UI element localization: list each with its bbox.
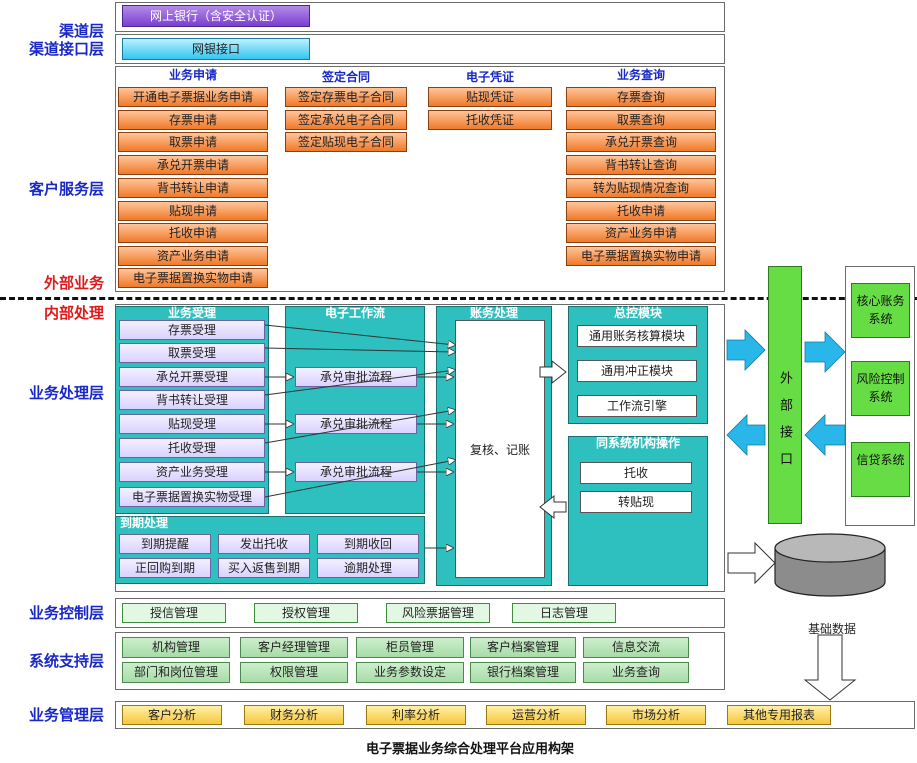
maturity-item: 到期收回: [317, 534, 419, 554]
support-item: 业务参数设定: [356, 662, 464, 683]
workflow-item: 承兑审批流程: [295, 414, 417, 434]
apply-item: 背书转让申请: [118, 178, 268, 198]
master-module-title: 总控模块: [613, 306, 662, 320]
acceptance-item: 取票受理: [119, 343, 265, 363]
layer-label-support: 系统支持层: [28, 652, 104, 670]
management-item: 运营分析: [486, 705, 586, 725]
apply-item: 存票申请: [118, 110, 268, 130]
query-item: 承兑开票查询: [566, 132, 716, 152]
workflow-item: 承兑审批流程: [295, 367, 417, 387]
layer-label-processing: 业务处理层: [28, 384, 104, 402]
contract-item: 签定贴现电子合同: [285, 132, 407, 152]
support-item: 权限管理: [240, 662, 348, 683]
master-module-item: 通用账务核算模块: [577, 325, 697, 347]
apply-item: 承兑开票申请: [118, 155, 268, 175]
acceptance-item: 背书转让受理: [119, 390, 265, 410]
control-item: 风险票据管理: [386, 603, 490, 623]
management-item: 客户分析: [122, 705, 222, 725]
master-module-item: 通用冲正模块: [577, 360, 697, 382]
query-item: 存票查询: [566, 87, 716, 107]
same-org-title: 同系统机构操作: [595, 436, 680, 450]
external-interface-box: 外部接口: [768, 266, 802, 524]
acceptance-item: 存票受理: [119, 320, 265, 340]
query-item: 取票查询: [566, 110, 716, 130]
query-item: 托收申请: [566, 201, 716, 221]
acceptance-item: 托收受理: [119, 438, 265, 458]
acceptance-item: 资产业务受理: [119, 462, 265, 482]
query-item: 资产业务申请: [566, 223, 716, 243]
voucher-column-title: 电子凭证: [465, 70, 514, 84]
maturity-item: 逾期处理: [317, 558, 419, 578]
layer-label-internal: 内部处理: [43, 304, 104, 322]
maturity-item: 买入返售到期: [218, 558, 310, 578]
query-item: 背书转让查询: [566, 155, 716, 175]
basic-data-label: 基础数据: [807, 622, 856, 636]
same-org-item: 转贴现: [580, 491, 692, 513]
support-item: 银行档案管理: [470, 662, 576, 683]
maturity-item: 发出托收: [218, 534, 310, 554]
contract-column-title: 签定合同: [321, 70, 370, 84]
acceptance-item: 承兑开票受理: [119, 367, 265, 387]
workflow-title: 电子工作流: [324, 306, 385, 320]
control-item: 授权管理: [254, 603, 358, 623]
apply-item: 托收申请: [118, 223, 268, 243]
review-accounting-box: 复核、记账: [455, 320, 545, 578]
apply-item: 贴现申请: [118, 201, 268, 221]
layer-label-channel-interface: 渠道接口层: [28, 40, 104, 58]
external-internal-divider: [0, 297, 917, 300]
diagram-caption: 电子票据业务综合处理平台应用构架: [365, 742, 574, 757]
risk-control-system-box: 风险控制系统: [851, 361, 910, 416]
apply-item: 取票申请: [118, 132, 268, 152]
query-column-title: 业务查询: [616, 68, 665, 82]
maturity-title: 到期处理: [120, 516, 169, 530]
support-item: 客户经理管理: [240, 637, 348, 658]
support-item: 柜员管理: [356, 637, 464, 658]
apply-column-title: 业务申请: [168, 68, 217, 82]
support-item: 机构管理: [122, 637, 230, 658]
apply-item: 电子票据置换实物申请: [118, 268, 268, 288]
apply-item: 资产业务申请: [118, 246, 268, 266]
management-item: 利率分析: [366, 705, 466, 725]
accounting-title: 账务处理: [469, 306, 518, 320]
core-accounting-system-box: 核心账务系统: [851, 283, 910, 338]
maturity-item: 到期提醒: [119, 534, 211, 554]
layer-label-control: 业务控制层: [28, 604, 104, 622]
master-module-item: 工作流引擎: [577, 395, 697, 417]
layer-label-external: 外部业务: [43, 274, 104, 292]
maturity-item: 正回购到期: [119, 558, 211, 578]
apply-item: 开通电子票据业务申请: [118, 87, 268, 107]
acceptance-item: 电子票据置换实物受理: [119, 487, 265, 507]
contract-item: 签定存票电子合同: [285, 87, 407, 107]
management-item: 其他专用报表: [727, 705, 831, 725]
support-item: 部门和岗位管理: [122, 662, 230, 683]
voucher-item: 托收凭证: [428, 110, 552, 130]
management-item: 市场分析: [606, 705, 706, 725]
acceptance-item: 贴现受理: [119, 414, 265, 434]
management-item: 财务分析: [244, 705, 344, 725]
voucher-item: 贴现凭证: [428, 87, 552, 107]
query-item: 转为贴现情况查询: [566, 178, 716, 198]
layer-label-customer-service: 客户服务层: [28, 180, 104, 198]
support-item: 客户档案管理: [470, 637, 576, 658]
control-item: 授信管理: [122, 603, 226, 623]
support-item: 业务查询: [583, 662, 689, 683]
control-item: 日志管理: [512, 603, 616, 623]
contract-item: 签定承兑电子合同: [285, 110, 407, 130]
acceptance-title: 业务受理: [167, 306, 216, 320]
online-banking-interface-box: 网银接口: [122, 38, 310, 60]
query-item: 电子票据置换实物申请: [566, 246, 716, 266]
layer-label-channel: 渠道层: [58, 22, 104, 40]
layer-label-management: 业务管理层: [28, 706, 104, 724]
support-item: 信息交流: [583, 637, 689, 658]
online-banking-box: 网上银行（含安全认证）: [122, 5, 310, 27]
same-org-item: 托收: [580, 462, 692, 484]
credit-system-box: 信贷系统: [851, 442, 910, 497]
